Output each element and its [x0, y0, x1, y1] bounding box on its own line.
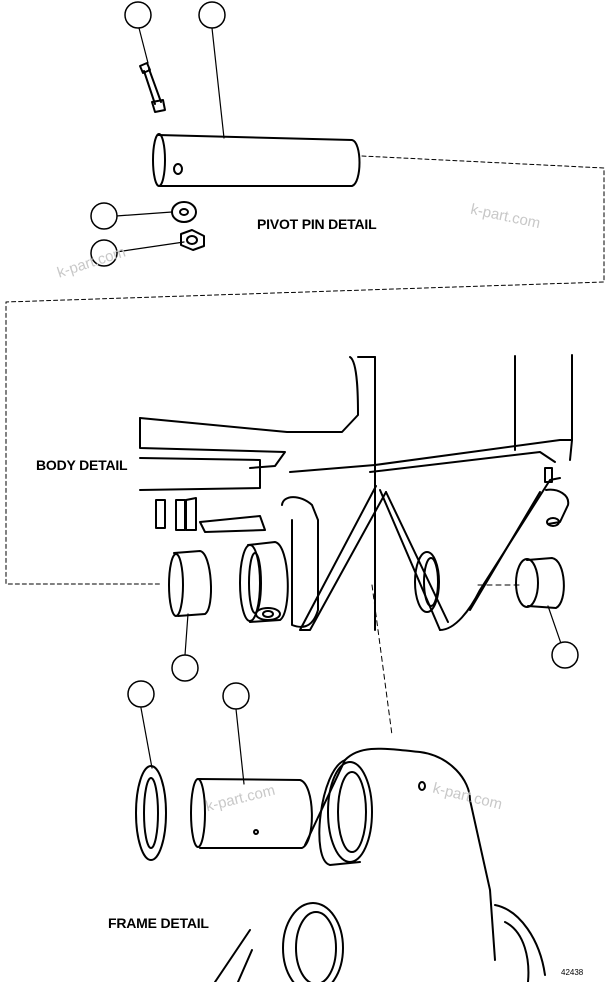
washer-part — [171, 201, 197, 223]
body-bore-center — [239, 541, 289, 623]
arm-hole — [414, 551, 440, 613]
body-detail-label: BODY DETAIL — [36, 457, 128, 473]
body-bushing-left — [168, 550, 212, 617]
callout-right-bushing — [551, 641, 579, 669]
frame-washer-part — [135, 765, 167, 861]
callout-frame-washer — [127, 680, 155, 708]
axis-dashed — [371, 584, 521, 736]
callout-bolt — [124, 1, 152, 29]
callout-circles — [90, 1, 579, 710]
callout-frame-pin — [222, 682, 250, 710]
body-lug-part — [281, 496, 319, 628]
callout-washer — [90, 202, 118, 230]
pivot-pin-part — [152, 133, 361, 187]
frame-structure — [214, 747, 546, 982]
body-structure — [139, 354, 573, 631]
detail-connector-dashed — [5, 155, 605, 585]
body-bushing-right — [515, 557, 565, 609]
nut-part — [180, 229, 205, 251]
callout-pivot-pin — [198, 1, 226, 29]
pivot-pin-detail-label: PIVOT PIN DETAIL — [257, 216, 377, 232]
frame-detail-label: FRAME DETAIL — [108, 915, 209, 931]
figure-number: 42438 — [561, 968, 584, 977]
frame-pin-part — [190, 778, 313, 849]
callout-body-bushing — [171, 654, 199, 682]
frame-leaders — [140, 707, 245, 785]
bolt-part — [139, 62, 166, 113]
callout-nut — [90, 239, 118, 267]
pivot-leaders — [115, 27, 225, 253]
